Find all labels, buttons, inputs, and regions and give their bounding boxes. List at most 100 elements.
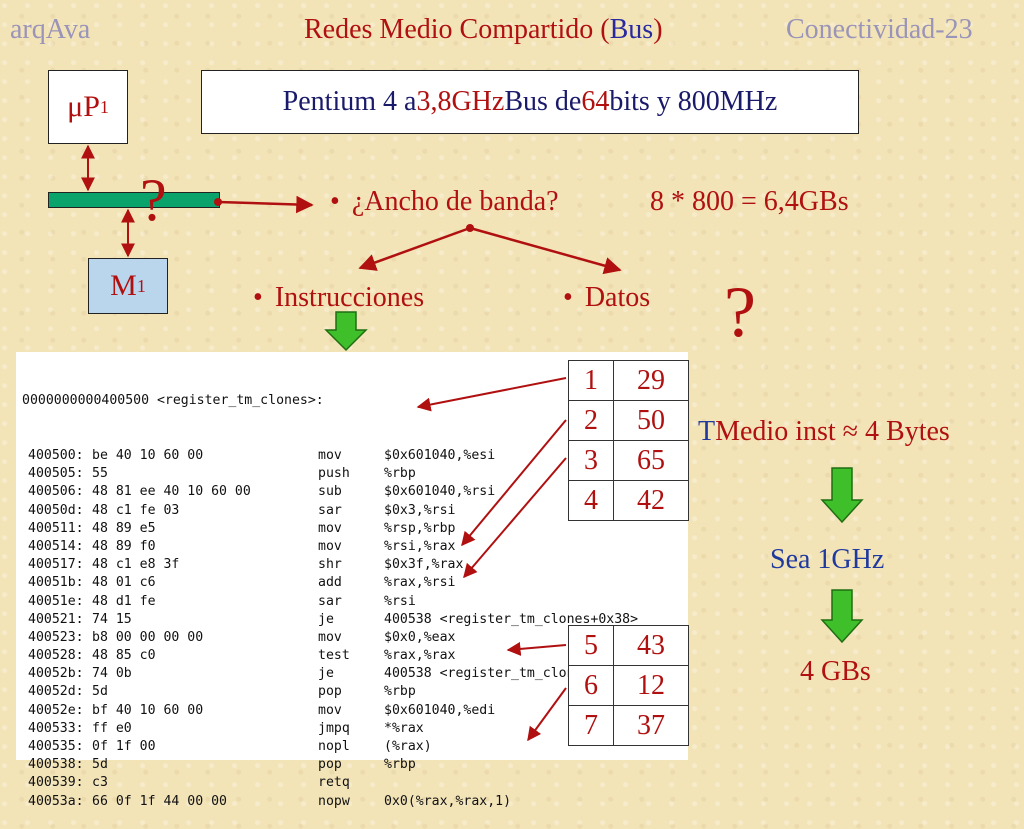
code-mnemonic: mov [318, 520, 342, 536]
code-operand: %rsi [384, 593, 416, 609]
code-address: 40051e: [28, 593, 84, 609]
split-left-arrow [358, 226, 471, 271]
spec-ghz: 3,8GHz [416, 86, 505, 117]
big-question-mark: ? [724, 272, 756, 352]
code-address: 40052b: [28, 666, 84, 682]
green-arrow-tmedio [820, 467, 864, 524]
sea-text: Sea 1GHz [770, 544, 885, 575]
bus-question-mark: ? [140, 167, 167, 233]
code-address: 400533: [28, 720, 84, 736]
spec-p3: bits y 800MHz [609, 86, 778, 117]
bullet-dot: • [330, 186, 340, 217]
code-mnemonic: sar [318, 502, 342, 518]
spec-bits: 64 [581, 86, 610, 117]
code-operand: %rbp [384, 466, 416, 482]
bullet-dot: • [253, 282, 263, 313]
code-address: 400514: [28, 538, 84, 554]
code-address: 400506: [28, 484, 84, 500]
code-bytes: 48 89 e5 [92, 520, 156, 536]
code-operand: $0x601040,%esi [384, 448, 496, 463]
code-operand: $0x0,%eax [384, 629, 456, 645]
code-bytes: b8 00 00 00 00 [92, 629, 204, 645]
code-operand: $0x3,%rsi [384, 502, 456, 518]
code-mnemonic: test [318, 648, 350, 664]
bus-to-bandwidth-arrow [217, 195, 314, 214]
code-address: 40051b: [28, 575, 84, 591]
data-arrow-3 [463, 457, 567, 579]
instrucciones-text: Instrucciones [274, 282, 425, 313]
code-mnemonic: add [318, 575, 342, 591]
header-left: arqAva [10, 14, 91, 45]
code-header: 0000000000400500 <register_tm_clones>: [22, 392, 688, 410]
memory-value: 42 [613, 480, 689, 521]
code-mnemonic: nopw [318, 793, 350, 809]
code-bytes: 74 15 [92, 611, 132, 627]
code-address: 40052d: [28, 684, 84, 700]
code-address: 400521: [28, 611, 84, 627]
bandwidth-calc: 8 * 800 = 6,4GBs [650, 186, 849, 217]
code-mnemonic: mov [318, 448, 342, 463]
code-bytes: 66 0f 1f 44 00 00 [92, 793, 227, 809]
data-arrow-1 [416, 377, 567, 412]
code-address: 400511: [28, 520, 84, 536]
code-operand: 400538 <register_tm_clones+0x38> [384, 611, 639, 627]
spec-p2: Bus de [504, 86, 582, 117]
code-operand: %rbp [384, 684, 416, 700]
code-operand: (%rax) [384, 739, 432, 754]
code-mnemonic: pop [318, 684, 342, 700]
slide-title: Redes Medio Compartido (Bus) [304, 14, 663, 46]
data-arrow-2 [461, 419, 567, 547]
code-operand: %rsp,%rbp [384, 520, 456, 536]
code-address: 400535: [28, 739, 84, 754]
code-operand: %rax,%rsi [384, 575, 456, 591]
code-bytes: 0f 1f 00 [92, 739, 156, 754]
code-mnemonic: jmpq [318, 720, 350, 736]
cpu-label: μP [67, 90, 100, 123]
code-line: 40052d: 5d pop %rbp [22, 683, 688, 701]
tmedio-prefix: T [698, 416, 716, 447]
header-right: Conectividad-23 [786, 14, 973, 45]
code-line: 400535: 0f 1f 00 nopl (%rax) [22, 738, 688, 756]
code-mnemonic: shr [318, 557, 342, 573]
code-bytes: 48 81 ee 40 10 60 00 [92, 484, 251, 500]
memory-index: 6 [568, 665, 614, 706]
code-bytes: 48 c1 e8 3f [92, 557, 180, 573]
code-bytes: bf 40 10 60 00 [92, 702, 204, 718]
code-bytes: 5d [92, 684, 108, 700]
code-operand: %rsi,%rax [384, 538, 456, 554]
code-bytes: 55 [92, 466, 108, 482]
code-address: 40050d: [28, 502, 84, 518]
code-bytes: c3 [92, 775, 108, 791]
memory-index: 7 [568, 705, 614, 746]
title-bus: Bus [609, 14, 654, 45]
code-mnemonic: nopl [318, 739, 350, 754]
code-mnemonic: je [318, 611, 334, 627]
code-mnemonic: mov [318, 702, 342, 718]
code-address: 40052e: [28, 702, 84, 718]
code-operand: $0x601040,%edi [384, 702, 496, 718]
tmedio-rest: Medio inst ≈ 4 Bytes [715, 416, 950, 447]
code-bytes: 74 0b [92, 666, 132, 682]
cpu-sub: 1 [99, 96, 109, 117]
code-address: 40053a: [28, 793, 84, 809]
title-prefix: Redes Medio Compartido ( [304, 14, 610, 45]
code-bytes: 48 85 c0 [92, 648, 156, 664]
spec-box: Pentium 4 a 3,8GHz Bus de 64 bits y 800M… [201, 70, 859, 134]
code-bytes: be 40 10 60 00 [92, 448, 204, 463]
code-mnemonic: sub [318, 484, 342, 500]
memory-value: 37 [613, 705, 689, 746]
instrucciones-bullet: • Instrucciones [253, 282, 424, 314]
code-address: 400505: [28, 466, 84, 482]
